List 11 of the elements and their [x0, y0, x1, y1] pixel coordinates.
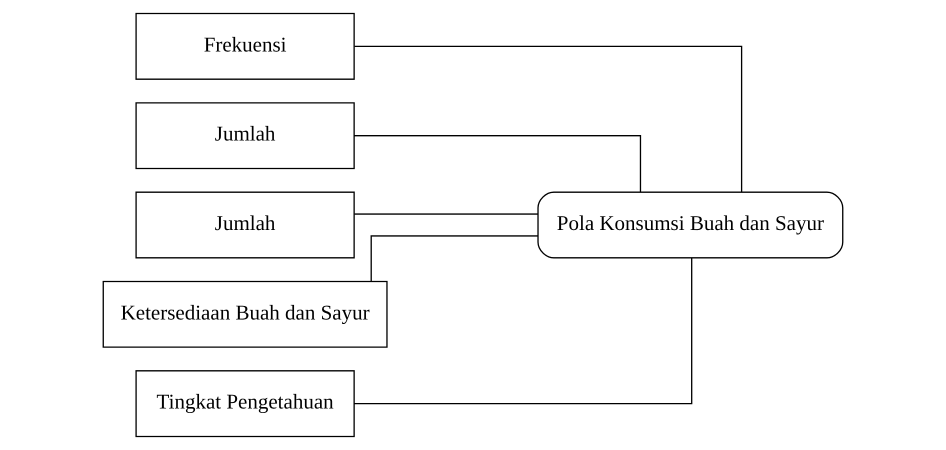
- node-box: Pola Konsumsi Buah dan Sayur: [537, 192, 844, 258]
- connector: [354, 258, 692, 404]
- node-box: Jumlah: [135, 102, 355, 170]
- node-box: Jumlah: [135, 192, 355, 258]
- node-box: Ketersediaan Buah dan Sayur: [102, 280, 388, 348]
- node-box: Frekuensi: [135, 12, 355, 80]
- connector: [354, 46, 742, 192]
- connector: [354, 135, 642, 192]
- node-box: Tingkat Pengetahuan: [135, 370, 355, 438]
- connector: [370, 235, 538, 282]
- connector: [354, 213, 538, 215]
